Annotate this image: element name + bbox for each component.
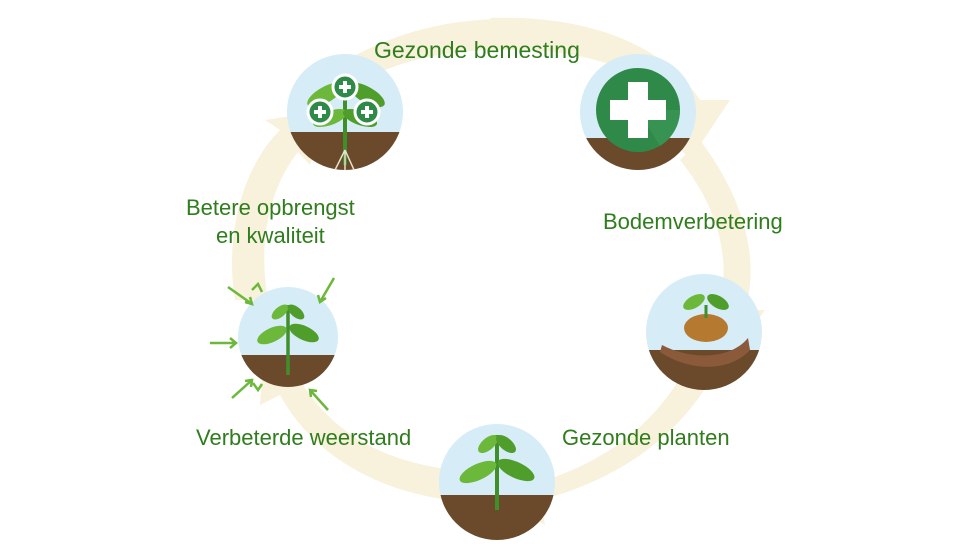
defense-arrow-icons bbox=[210, 277, 336, 411]
step-label-gezonde-planten: Gezonde planten bbox=[562, 425, 730, 450]
step-label-betere-opbrengst: Betere opbrengst en kwaliteit bbox=[186, 194, 355, 250]
cycle-arrow-segment bbox=[232, 110, 330, 300]
plus-badge-icon bbox=[306, 98, 334, 126]
plant-with-defense-arrows-icon bbox=[210, 277, 338, 411]
cycle-arrow-segment bbox=[330, 18, 540, 90]
hand-with-soil-seedling-icon bbox=[646, 274, 762, 390]
step-label-verbeterde-weerstand: Verbeterde weerstand bbox=[196, 425, 412, 450]
step-label-gezonde-bemesting: Gezonde bemesting bbox=[374, 37, 580, 63]
step-label-line: Betere opbrengst bbox=[186, 195, 355, 220]
step-label-bodemverbetering: Bodemverbetering bbox=[603, 209, 783, 234]
plus-badge-icon bbox=[331, 73, 359, 101]
green-cross-icon bbox=[580, 54, 696, 170]
step-label-line: en kwaliteit bbox=[215, 223, 325, 248]
plus-badge-icon bbox=[353, 98, 381, 126]
young-plant-icon bbox=[439, 424, 555, 540]
plant-with-plus-badges-icon bbox=[287, 54, 403, 170]
